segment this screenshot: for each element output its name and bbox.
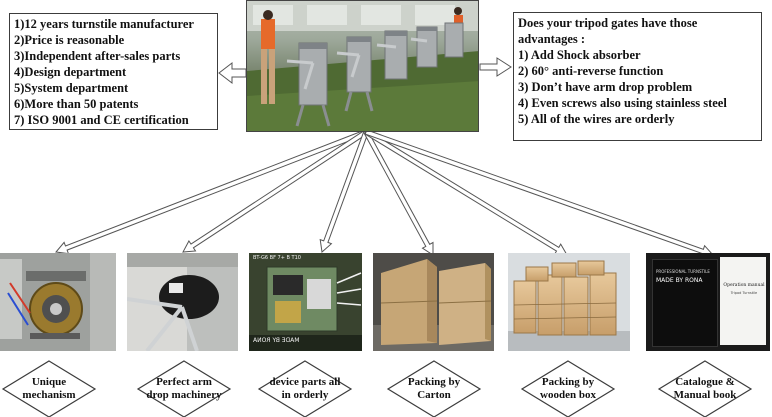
manual-title-text: Operation manual <box>723 283 765 288</box>
catalogue-brand-text: MADE BY RONA <box>656 277 703 284</box>
advantage-line: 4)Design department <box>14 65 127 79</box>
feature-label-mechanism: Unique mechanism <box>22 376 76 401</box>
arrow-to-carton <box>363 130 434 256</box>
feature-label-wooden-box: Packing by wooden box <box>540 376 596 401</box>
diamond-mechanism <box>1 360 97 417</box>
advantage-line: 2) 60° anti-reverse function <box>518 64 664 78</box>
feature-label-catalogue: Catalogue & Manual book <box>673 376 737 401</box>
advantage-line: 2)Price is reasonable <box>14 33 125 47</box>
advantage-line: 1)12 years turnstile manufacturer <box>14 17 194 31</box>
advantage-line: 4) Even screws also using stainless stee… <box>518 96 727 110</box>
advantage-line: 1) Add Shock absorber <box>518 48 641 62</box>
diamond-carton <box>386 360 482 417</box>
manual-subtitle-text: Tripod Turnstile <box>730 291 758 295</box>
pcb-brand-text: MADE BY RONA <box>253 337 300 344</box>
arm-drop-machinery-photo <box>127 253 238 351</box>
question-line: advantages : <box>518 32 586 46</box>
pcb-header-text: BT-G6 BF 7+ B T10 <box>253 255 301 261</box>
catalogue-manual-photo: PROFESSIONAL TURNSTILE MADE BY RONA Oper… <box>646 253 770 351</box>
advantage-line: 5)System department <box>14 81 129 95</box>
device-parts-photo: BT-G6 BF 7+ B T10 MADE BY RONA <box>249 253 362 351</box>
arrow-to-device-parts <box>319 130 369 253</box>
carton-packing-photo <box>373 253 494 351</box>
advantage-line: 3) Don’t have arm drop problem <box>518 80 693 94</box>
feature-label-device-parts: device parts all in orderly <box>269 376 341 401</box>
arrow-to-right-box <box>479 57 512 77</box>
arrow-to-left-box <box>218 61 247 85</box>
diamond-arm-drop <box>136 360 232 417</box>
diamond-device-parts <box>257 360 353 417</box>
diamond-catalogue <box>657 360 753 417</box>
catalogue-title-text: PROFESSIONAL TURNSTILE <box>656 269 710 274</box>
feature-label-arm-drop: Perfect arm drop machinery <box>146 376 222 401</box>
feature-label-carton: Packing by Carton <box>407 376 461 401</box>
tripod-gate-advantages-box: Does your tripod gates have those advant… <box>513 12 762 141</box>
arrow-to-mechanism <box>55 129 368 255</box>
advantage-line: 5) All of the wires are orderly <box>518 112 675 126</box>
advantage-line: 6)More than 50 patents <box>14 97 139 111</box>
mechanism-photo <box>0 253 116 351</box>
company-advantages-box: 1)12 years turnstile manufacturer 2)Pric… <box>9 13 218 130</box>
wooden-box-packing-photo <box>508 253 630 351</box>
advantage-line: 7) ISO 9001 and CE certification <box>14 113 189 127</box>
arrow-to-arm-drop <box>182 129 368 253</box>
advantage-line: 3)Independent after-sales parts <box>14 49 181 63</box>
diamond-wooden-box <box>520 360 616 417</box>
question-line: Does your tripod gates have those <box>518 16 698 30</box>
arrow-to-wooden-box <box>364 129 568 256</box>
factory-turnstiles-photo <box>246 0 479 132</box>
